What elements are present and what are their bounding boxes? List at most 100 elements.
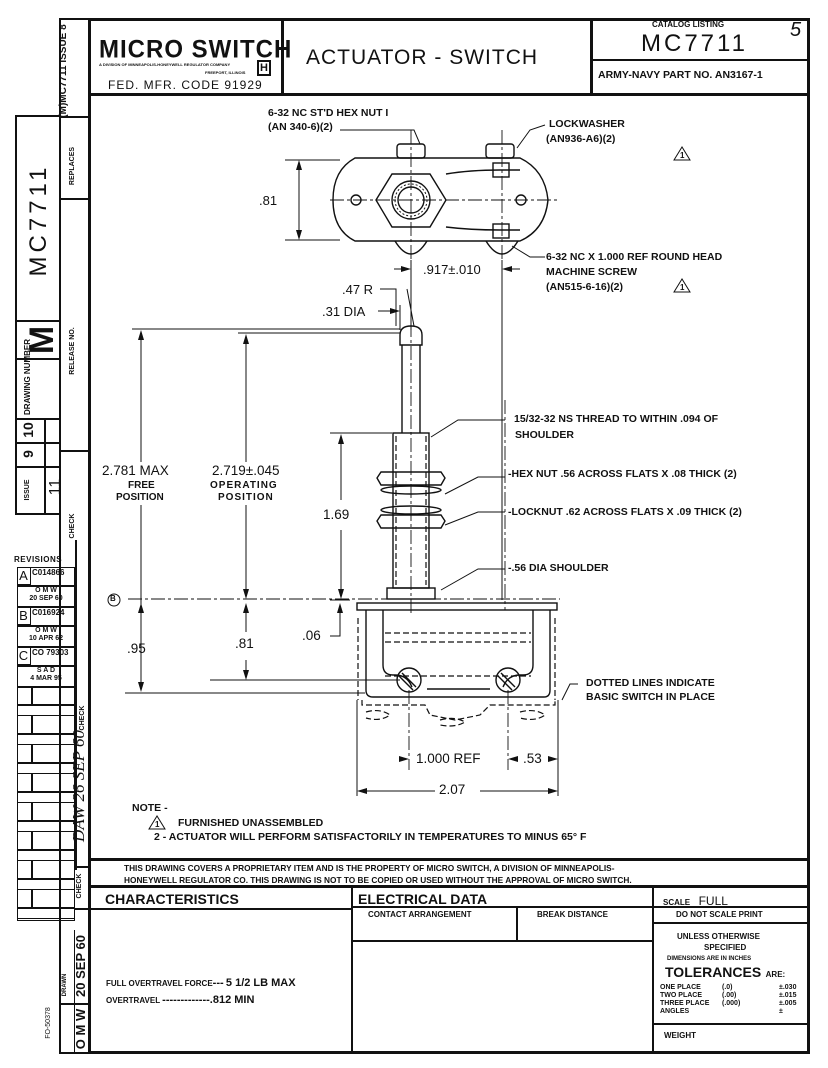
- scale-line: [653, 922, 810, 924]
- switch-base: [356, 602, 558, 727]
- dim-free-label-2: POSITION: [116, 492, 164, 503]
- tol-are: ARE:: [765, 970, 786, 979]
- header-divider-1: [281, 18, 284, 96]
- drawing-title: ACTUATOR - SWITCH: [306, 46, 539, 69]
- plunger: [376, 300, 446, 615]
- unless-1: UNLESS OTHERWISE: [677, 932, 760, 941]
- svg-text:1: 1: [680, 151, 685, 160]
- dim-spacing: .917±.010: [423, 262, 481, 277]
- note-heading: NOTE -: [132, 802, 168, 814]
- company-name: MICRO SWITCH: [99, 35, 293, 64]
- revision-row-empty: [17, 716, 75, 745]
- char-leader: -------------: [162, 994, 210, 1006]
- dim-op-label-2: POSITION: [218, 492, 274, 503]
- tol-format: (.00): [722, 992, 737, 999]
- elec-col-contact: CONTACT ARRANGEMENT: [368, 910, 472, 919]
- bottom-divider-2: [652, 888, 654, 1054]
- honeywell-logo-icon: H: [257, 60, 271, 76]
- revision-row-empty: [17, 745, 75, 774]
- callout-hex-nut: 6-32 NC ST'D HEX NUT I: [268, 107, 389, 119]
- company-city: FREEPORT, ILLINOIS: [205, 70, 246, 75]
- char-row-2: OVERTRAVEL -------------.812 MIN: [106, 994, 254, 1006]
- tol-label: ONE PLACE: [660, 984, 701, 991]
- dim-op-label-1: OPERATING: [210, 480, 278, 491]
- revision-letter: C: [17, 647, 31, 665]
- callout-hex-nut-2: -HEX NUT .56 ACROSS FLATS X .08 THICK (2…: [508, 468, 737, 480]
- rev-vline: [75, 540, 77, 870]
- dim-op-value: 2.719±.045: [212, 463, 280, 478]
- catalog-label: CATALOG LISTING: [652, 20, 725, 29]
- note-2: 2 - ACTUATOR WILL PERFORM SATISFACTORILY…: [154, 831, 587, 843]
- tol-label: THREE PLACE: [660, 1000, 710, 1007]
- revision-change: CO 79303: [32, 648, 69, 657]
- revision-row-empty: [17, 774, 75, 803]
- scale-line: [653, 906, 810, 908]
- bottom-divider-1: [351, 888, 353, 1054]
- callout-thread: 15/32-32 NS THREAD TO WITHIN .094 OF: [514, 413, 719, 425]
- tol-big: TOLERANCES: [665, 964, 762, 980]
- scale-line: [653, 1023, 810, 1025]
- dim-radius: .47 R: [342, 282, 374, 297]
- char-value: .812 MIN: [209, 994, 255, 1006]
- callout-dotted: DOTTED LINES INDICATE: [586, 677, 715, 689]
- header-divider-3: [592, 59, 810, 61]
- dim-thread-length: 1.69: [323, 507, 350, 522]
- dim-edge: .53: [523, 751, 542, 766]
- tol-value: ±.005: [779, 1000, 797, 1007]
- revision-change: C016924: [32, 608, 65, 617]
- revision-by: O M W: [35, 627, 57, 634]
- unless-2: SPECIFIED: [704, 943, 747, 952]
- replaces-box: [59, 18, 91, 118]
- strip-divider: [75, 866, 89, 868]
- weight-label: WEIGHT: [664, 1031, 696, 1040]
- revision-letter: B: [17, 607, 31, 625]
- tol-value: ±.030: [779, 984, 797, 991]
- proprietary-band: [88, 858, 810, 888]
- callout-screw-2: MACHINE SCREW: [546, 266, 637, 278]
- callout-locknut: -LOCKNUT .62 ACROSS FLATS X .09 THICK (2…: [508, 506, 742, 518]
- dn-vdivider: [44, 418, 46, 515]
- tol-format: (.0): [722, 984, 733, 991]
- fed-mfr-code: FED. MFR. CODE 91929: [108, 78, 263, 92]
- dim-gap: .06: [302, 628, 321, 643]
- proprietary-line-1: THIS DRAWING COVERS A PROPRIETARY ITEM A…: [124, 863, 615, 873]
- revision-letter: A: [17, 567, 31, 585]
- callout-thread-2: SHOULDER: [515, 429, 574, 441]
- dim-free-value: 2.781 MAX: [102, 463, 169, 478]
- dim-ref: 1.000 REF: [416, 751, 481, 766]
- revision-row-empty: [17, 832, 75, 861]
- army-navy-part: ARMY-NAVY PART NO. AN3167-1: [598, 69, 763, 81]
- dim-dia: .31 DIA: [322, 304, 366, 319]
- elec-col-divider: [516, 906, 518, 940]
- revision-row-empty: [17, 687, 75, 716]
- tolerances-heading: TOLERANCES ARE:: [665, 964, 785, 982]
- scale-label: SCALE FULL: [663, 892, 728, 910]
- callout-hex-nut-part: (AN 340-6)(2): [268, 121, 333, 133]
- callout-lockwasher: LOCKWASHER: [549, 118, 625, 130]
- callout-screw-part: (AN515-6-16)(2): [546, 281, 624, 293]
- left-strip-border: [59, 18, 91, 1054]
- revision-row-empty: [17, 890, 75, 919]
- note-1: FURNISHED UNASSEMBLED: [178, 817, 324, 829]
- characteristics-heading: CHARACTERISTICS: [105, 891, 239, 907]
- char-leader: ---: [212, 977, 224, 989]
- scale-value: FULL: [698, 894, 728, 908]
- callout-shoulder: -.56 DIA SHOULDER: [508, 562, 609, 574]
- tol-format: (.000): [722, 1000, 741, 1007]
- char-row-1: FULL OVERTRAVEL FORCE--- 5 1/2 LB MAX: [106, 977, 296, 989]
- dim-base-95: .95: [127, 641, 146, 656]
- dn-divider: [15, 358, 61, 360]
- callout-screw: 6-32 NC X 1.000 REF ROUND HEAD: [546, 251, 723, 263]
- elec-row-line: [352, 940, 652, 942]
- proprietary-line-2: HONEYWELL REGULATOR CO. THIS DRAWING IS …: [124, 875, 632, 885]
- callout-lockwasher-part: (AN936-A6)(2): [546, 133, 616, 145]
- strip-divider: [59, 450, 91, 452]
- strip-divider: [59, 198, 91, 200]
- revision-by: S A D: [36, 667, 56, 674]
- catalog-number: MC7711: [641, 30, 748, 57]
- dn-divider: [15, 442, 61, 444]
